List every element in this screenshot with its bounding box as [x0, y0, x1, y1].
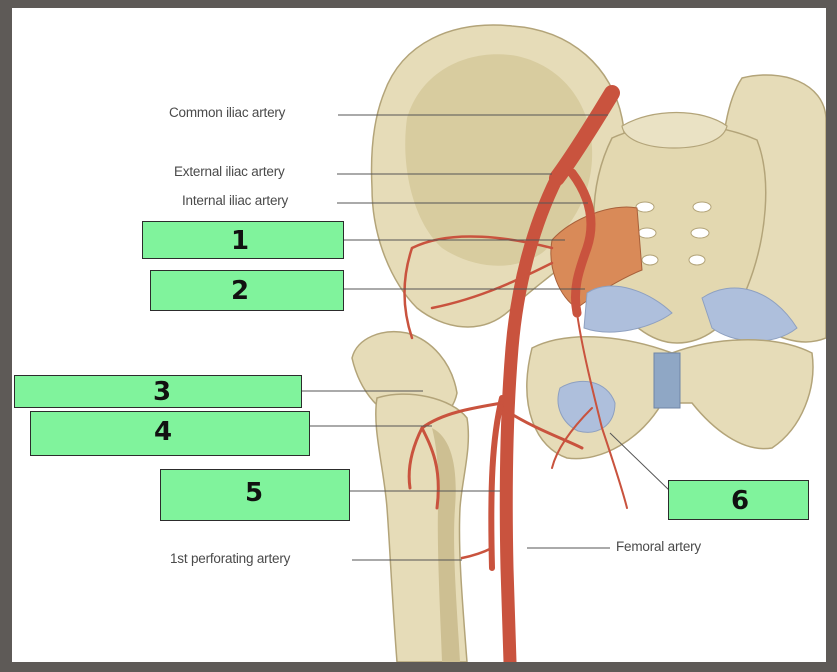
answer-number: 6 [731, 486, 750, 516]
external-iliac-vessel [499, 171, 564, 662]
answer-box-3[interactable]: 3 [14, 375, 302, 408]
pubic-symphysis [653, 352, 681, 409]
anatomy-figure: Common iliac artery External iliac arter… [12, 8, 826, 662]
answer-number: 4 [154, 417, 173, 447]
label-common-iliac-artery: Common iliac artery [169, 105, 286, 120]
gluteal-branches [403, 235, 554, 340]
perforating-branch [460, 546, 494, 560]
pelvis-illustration [301, 24, 826, 662]
sacral-foramina [635, 201, 712, 266]
answer-box-6[interactable]: 6 [668, 480, 809, 520]
answer-number: 1 [231, 226, 250, 256]
label-femoral-artery: Femoral artery [616, 539, 701, 554]
answer-box-5[interactable]: 5 [160, 469, 350, 521]
profunda-vessel [488, 395, 505, 571]
artery-tree [403, 85, 628, 662]
vertebra-l5 [621, 112, 728, 149]
obturator-branches [551, 312, 628, 509]
sacrospinous-ligament [583, 285, 673, 333]
answer-number: 3 [153, 377, 172, 407]
label-internal-iliac-artery: Internal iliac artery [182, 193, 289, 208]
answer-number: 2 [231, 276, 250, 306]
common-iliac-vessel [549, 85, 620, 186]
label-external-iliac-artery: External iliac artery [174, 164, 285, 179]
label-first-perforating-artery: 1st perforating artery [170, 551, 291, 566]
answer-number: 5 [245, 478, 264, 508]
sacrotuberous-ligament [701, 287, 798, 342]
answer-box-4[interactable]: 4 [30, 411, 310, 456]
leader-lines [301, 114, 671, 561]
internal-iliac-vessel [567, 168, 596, 318]
circumflex-branches [407, 401, 584, 510]
answer-box-1[interactable]: 1 [142, 221, 344, 259]
answer-box-2[interactable]: 2 [150, 270, 344, 311]
